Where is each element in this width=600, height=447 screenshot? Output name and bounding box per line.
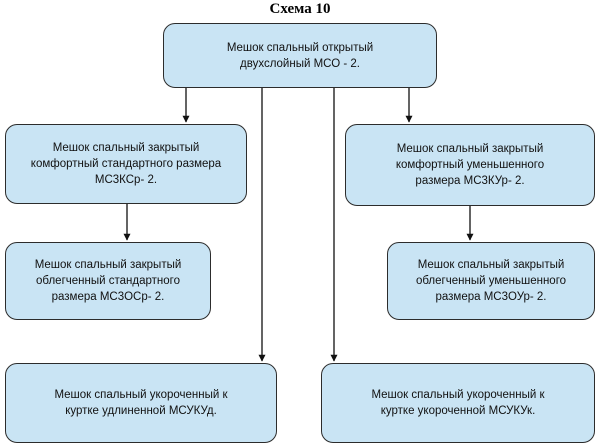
node-root-label: Мешок спальный открытый двухслойный МСО … <box>226 41 374 70</box>
node-right-mid: Мешок спальный закрытый комфортный умень… <box>345 124 595 206</box>
node-root: Мешок спальный открытый двухслойный МСО … <box>163 23 437 88</box>
node-right-low: Мешок спальный закрытый облегченный умен… <box>387 242 595 320</box>
node-bottom-right-label: Мешок спальный укороченный к куртке укор… <box>371 389 545 417</box>
node-left-mid-label: Мешок спальный закрытый комфортный станд… <box>30 142 222 186</box>
node-bottom-left-label: Мешок спальный укороченный к куртке удли… <box>54 389 228 417</box>
node-left-mid: Мешок спальный закрытый комфортный станд… <box>5 124 247 204</box>
node-left-low-label: Мешок спальный закрытый облегченный стан… <box>34 259 182 303</box>
node-bottom-right: Мешок спальный укороченный к куртке укор… <box>321 363 595 443</box>
node-left-low: Мешок спальный закрытый облегченный стан… <box>5 242 211 320</box>
node-right-low-label: Мешок спальный закрытый облегченный умен… <box>415 259 567 303</box>
diagram-title: Схема 10 <box>269 1 331 17</box>
node-bottom-left: Мешок спальный укороченный к куртке удли… <box>5 363 277 443</box>
node-right-mid-label: Мешок спальный закрытый комфортный умень… <box>395 143 545 187</box>
